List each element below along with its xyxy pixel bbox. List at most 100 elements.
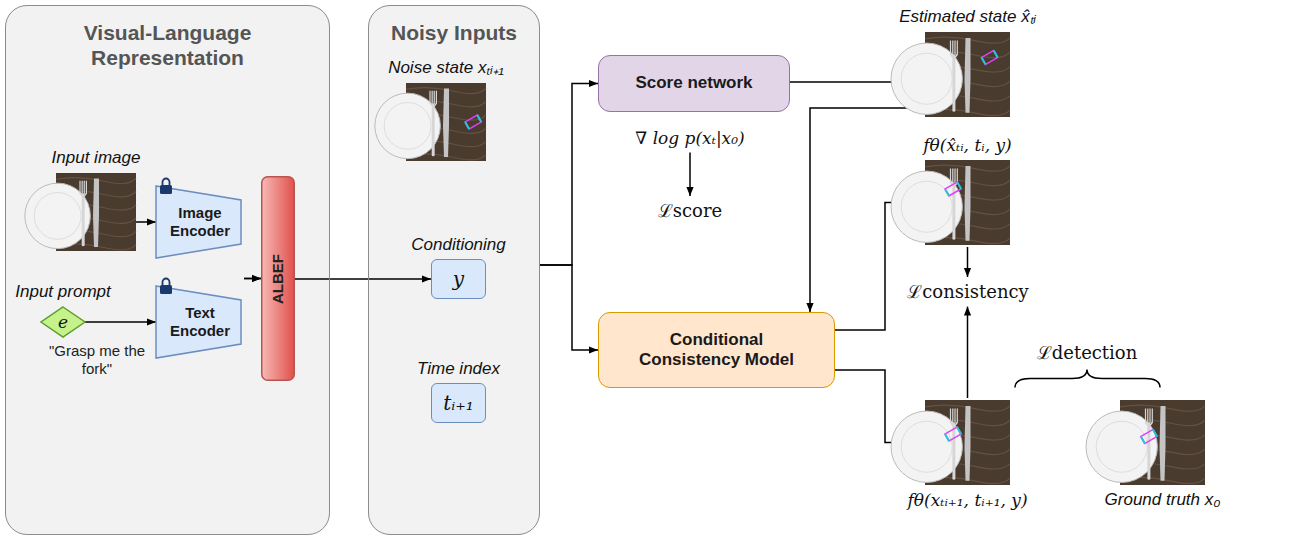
connector-arrow [244,278,261,280]
plate [891,43,962,114]
knife [1160,406,1166,481]
fork [82,195,85,245]
score-formula: ∇ log p(xₜ|x₀) [635,128,744,148]
panel-ground [5,5,330,535]
text-holder: Image Encoder [156,186,244,258]
loss-term: ℒscore [658,200,722,222]
box-label: ALBEF [269,254,287,304]
panel-ground [368,5,540,535]
fork-head [80,193,86,196]
plate-rim [34,193,81,240]
box-label: e [58,312,68,332]
loss-term: ℒdetection [1037,342,1138,364]
state-image-shape [1120,400,1205,485]
knife [965,166,971,241]
plate-rim [384,103,431,150]
noise-image-shape [406,83,486,161]
representation-panel: Visual-Language RepresentationInput imag… [5,5,330,535]
state-image-shape [925,160,1010,245]
model-box: Conditional Consistency Model [598,312,835,388]
fork-head [1146,422,1153,425]
fusion-bar: ALBEF [261,176,295,381]
knife [443,88,449,157]
box-label: Image Encoder [165,204,235,240]
image-caption: fθ(x̂ₜᵢ, tᵢ, y) [923,135,1011,155]
text-holder [406,83,486,161]
image-caption: Conditioning [411,235,506,255]
image-caption: fθ(xₜᵢ₊₁, tᵢ₊₁, y) [907,490,1027,510]
panel-heading: Visual-Language Representation [48,20,288,70]
text-holder: e [41,307,85,337]
plate-rim [901,53,952,104]
panel-heading: Noisy Inputs [391,20,517,45]
diamond-outline [41,307,85,337]
fork-tine [1145,409,1146,423]
box-label: Conditional Consistency Model [632,330,802,371]
fork-tine [950,41,951,55]
connector-arrow [244,278,261,280]
fork-tine [1149,409,1150,423]
grasp-jaw [477,115,481,122]
grasp-jaw [945,434,949,441]
connector-arrow [295,278,431,280]
text-holder [925,32,1010,117]
box-label: tᵢ₊₁ [443,391,474,415]
grasp-box [945,427,961,441]
plate [1086,411,1157,482]
grasp-rect [945,182,961,196]
lock-icon [160,279,172,295]
connector-arrow [540,84,598,266]
box-label: Score network [635,73,752,93]
prompt-diamond: eInput prompt [41,307,85,337]
knife [965,406,971,481]
text-holder [56,173,136,251]
grasp-jaw [465,122,469,129]
knife [93,178,99,247]
fork [952,56,955,110]
fork-tine [952,41,953,55]
grasp-rect [982,51,998,65]
state-image-shape [925,400,1010,485]
lock-body [160,185,172,194]
text-holder: tᵢ₊₁ [432,384,485,422]
encoder-block: Image Encoder [156,186,244,258]
image-caption: Time index [417,359,500,379]
grasp-box [945,182,961,196]
fork-tine [957,169,958,183]
grasp-rect [1141,430,1157,444]
fork-tine [436,91,437,104]
fork-tine [434,91,435,104]
fork-tine [954,41,955,55]
box-label: Text Encoder [165,304,235,340]
noise-image: Noise state xₜᵢ₊₁ [406,83,486,161]
image-caption: Estimated state x̂ₜᵢ [899,4,1036,27]
input-image-shape [56,173,136,251]
encoder-trapezoid [156,186,241,258]
text-holder: ALBEF [261,176,295,381]
state-image: fθ(xₜᵢ₊₁, tᵢ₊₁, y) [925,400,1010,485]
fork-tine [952,409,953,423]
fork-tine [429,91,430,104]
fork [952,424,955,478]
encoder-trapezoid [156,286,241,358]
text-holder: Text Encoder [156,286,244,358]
fork-tine [957,41,958,55]
fork-tine [954,409,955,423]
fork-head [951,422,958,425]
fusion-rect [262,177,295,381]
connector-arrow [540,265,598,350]
loss-arrow [967,307,969,398]
grasp-jaw [982,58,986,65]
grasp-box [465,115,481,129]
fork-tine [79,181,80,194]
fork-tine [954,169,955,183]
time-box: tᵢ₊₁Time index [431,383,486,423]
fork-tine [952,169,953,183]
fork-tine [950,409,951,423]
grasp-jaw [945,189,949,196]
lock-body [160,285,172,294]
lock-shackle [163,179,170,186]
text-holder: Conditional Consistency Model [599,313,834,387]
knife [965,38,971,113]
state-image-shape [925,32,1010,117]
